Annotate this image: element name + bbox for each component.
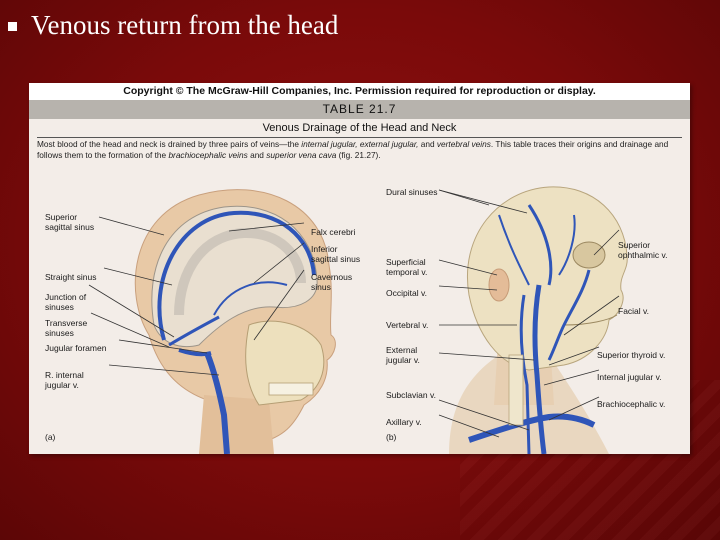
label-transverse-sinuses: Transverse sinuses	[45, 318, 88, 338]
label-facial-v: Facial v.	[618, 306, 650, 316]
label-brachiocephalic-v: Brachiocephalic v.	[597, 399, 666, 409]
label-jugular-foramen: Jugular foramen	[45, 343, 107, 353]
caption-italic: internal jugular, external jugular,	[301, 139, 421, 149]
caption-italic: brachiocephalic veins	[168, 150, 251, 160]
square-bullet-icon	[8, 22, 17, 31]
panel-a-tag: (a)	[45, 432, 56, 442]
anatomy-figure: Copyright © The McGraw-Hill Companies, I…	[29, 83, 690, 454]
caption-text: and	[420, 139, 437, 149]
label-superior-ophthalmic-v: Superior ophthalmic v.	[618, 240, 668, 260]
head-neck-illustrations	[88, 186, 628, 454]
caption-italic: superior vena cava	[266, 150, 339, 160]
label-dural-sinuses: Dural sinuses	[386, 187, 438, 197]
label-inferior-sagittal-sinus: Inferior sagittal sinus	[311, 244, 361, 264]
copyright-notice: Copyright © The McGraw-Hill Companies, I…	[29, 83, 690, 100]
label-straight-sinus: Straight sinus	[45, 272, 97, 282]
caption-text: and	[250, 150, 267, 160]
table-caption: Most blood of the head and neck is drain…	[37, 139, 682, 161]
caption-text: (fig. 21.27).	[338, 150, 381, 160]
leader-lines	[88, 189, 620, 438]
caption-italic: vertebral veins	[436, 139, 491, 149]
label-superior-sagittal-sinus: Superior sagittal sinus	[45, 212, 95, 232]
label-junction-of-sinuses: Junction of sinuses	[45, 292, 87, 312]
caption-text: . This table traces their origins and dr…	[37, 139, 669, 160]
table-rule	[37, 137, 682, 138]
lateral-head-illustration	[449, 186, 628, 454]
slide-title-text: Venous return from the head	[31, 9, 339, 40]
label-falx-cerebri: Falx cerebri	[311, 227, 356, 237]
label-axillary-v: Axillary v.	[386, 417, 422, 427]
label-internal-jugular-v: Internal jugular v.	[597, 372, 662, 382]
slide-title: Venous return from the head	[8, 8, 338, 42]
table-number: TABLE 21.7	[322, 102, 397, 116]
caption-text: Most blood of the head and neck is drain…	[37, 139, 302, 149]
table-name: Venous Drainage of the Head and Neck	[262, 122, 457, 134]
label-vertebral-v: Vertebral v.	[386, 320, 429, 330]
panel-b-tag: (b)	[386, 432, 397, 442]
label-subclavian-v: Subclavian v.	[386, 390, 436, 400]
label-superficial-temporal-v: Superficial temporal v.	[386, 257, 428, 277]
label-external-jugular-v: External jugular v.	[386, 345, 420, 365]
table-number-band: TABLE 21.7	[29, 100, 690, 119]
label-occipital-v: Occipital v.	[386, 288, 427, 298]
label-cavernous-sinus: Cavernous sinus	[311, 272, 353, 292]
sagittal-head-illustration	[134, 189, 336, 454]
label-superior-thyroid-v: Superior thyroid v.	[597, 350, 666, 360]
label-r-internal-jugular-v: R. internal jugular v.	[45, 370, 84, 390]
